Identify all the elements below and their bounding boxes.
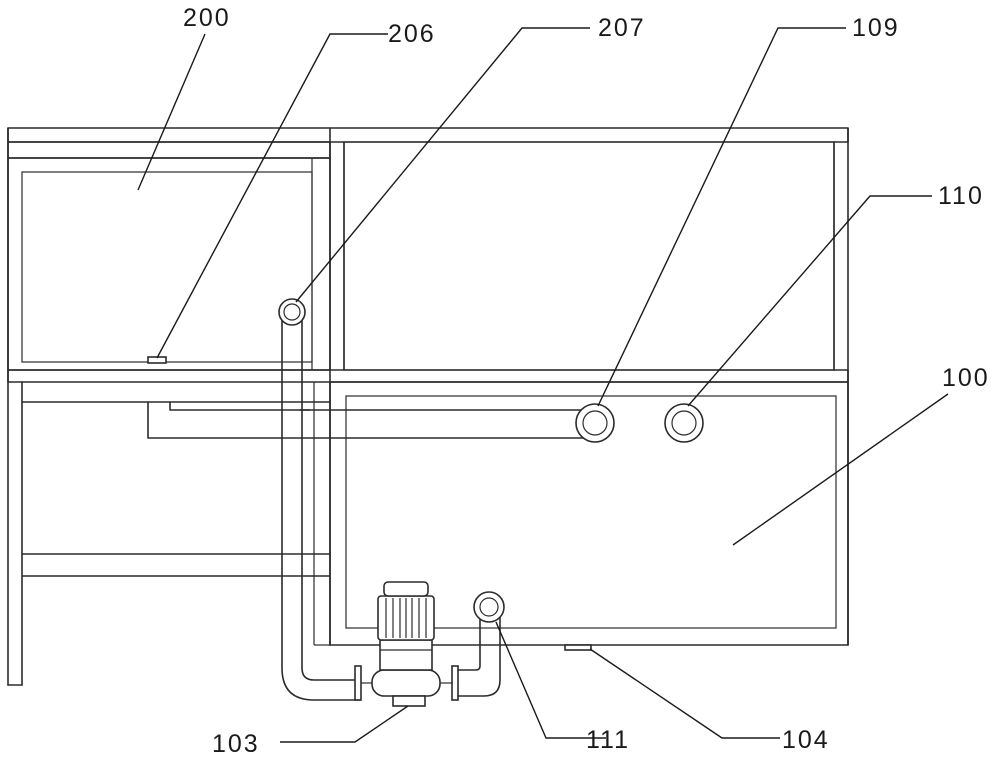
label-109: 109 — [852, 14, 900, 42]
pump — [354, 581, 459, 707]
riser-outlet — [278, 298, 306, 326]
port-109 — [575, 403, 615, 443]
lower-tank — [313, 381, 849, 651]
upper-tank — [7, 141, 331, 371]
label-200: 200 — [183, 4, 231, 32]
suction-pipe — [457, 591, 505, 697]
label-207: 207 — [598, 14, 646, 42]
suction-inlet — [473, 591, 505, 623]
riser-pipe — [278, 298, 361, 701]
label-111: 111 — [586, 726, 630, 754]
inlet-pipe — [147, 401, 704, 443]
port-110 — [664, 403, 704, 443]
bottom-fitting — [564, 644, 592, 651]
label-100: 100 — [942, 364, 990, 392]
label-206: 206 — [388, 20, 436, 48]
part-labels: 200 206 207 109 110 100 103 111 104 — [183, 4, 990, 758]
label-110: 110 — [938, 182, 984, 210]
label-104: 104 — [782, 726, 830, 754]
leader-lines — [137, 27, 949, 743]
label-103: 103 — [212, 730, 260, 758]
